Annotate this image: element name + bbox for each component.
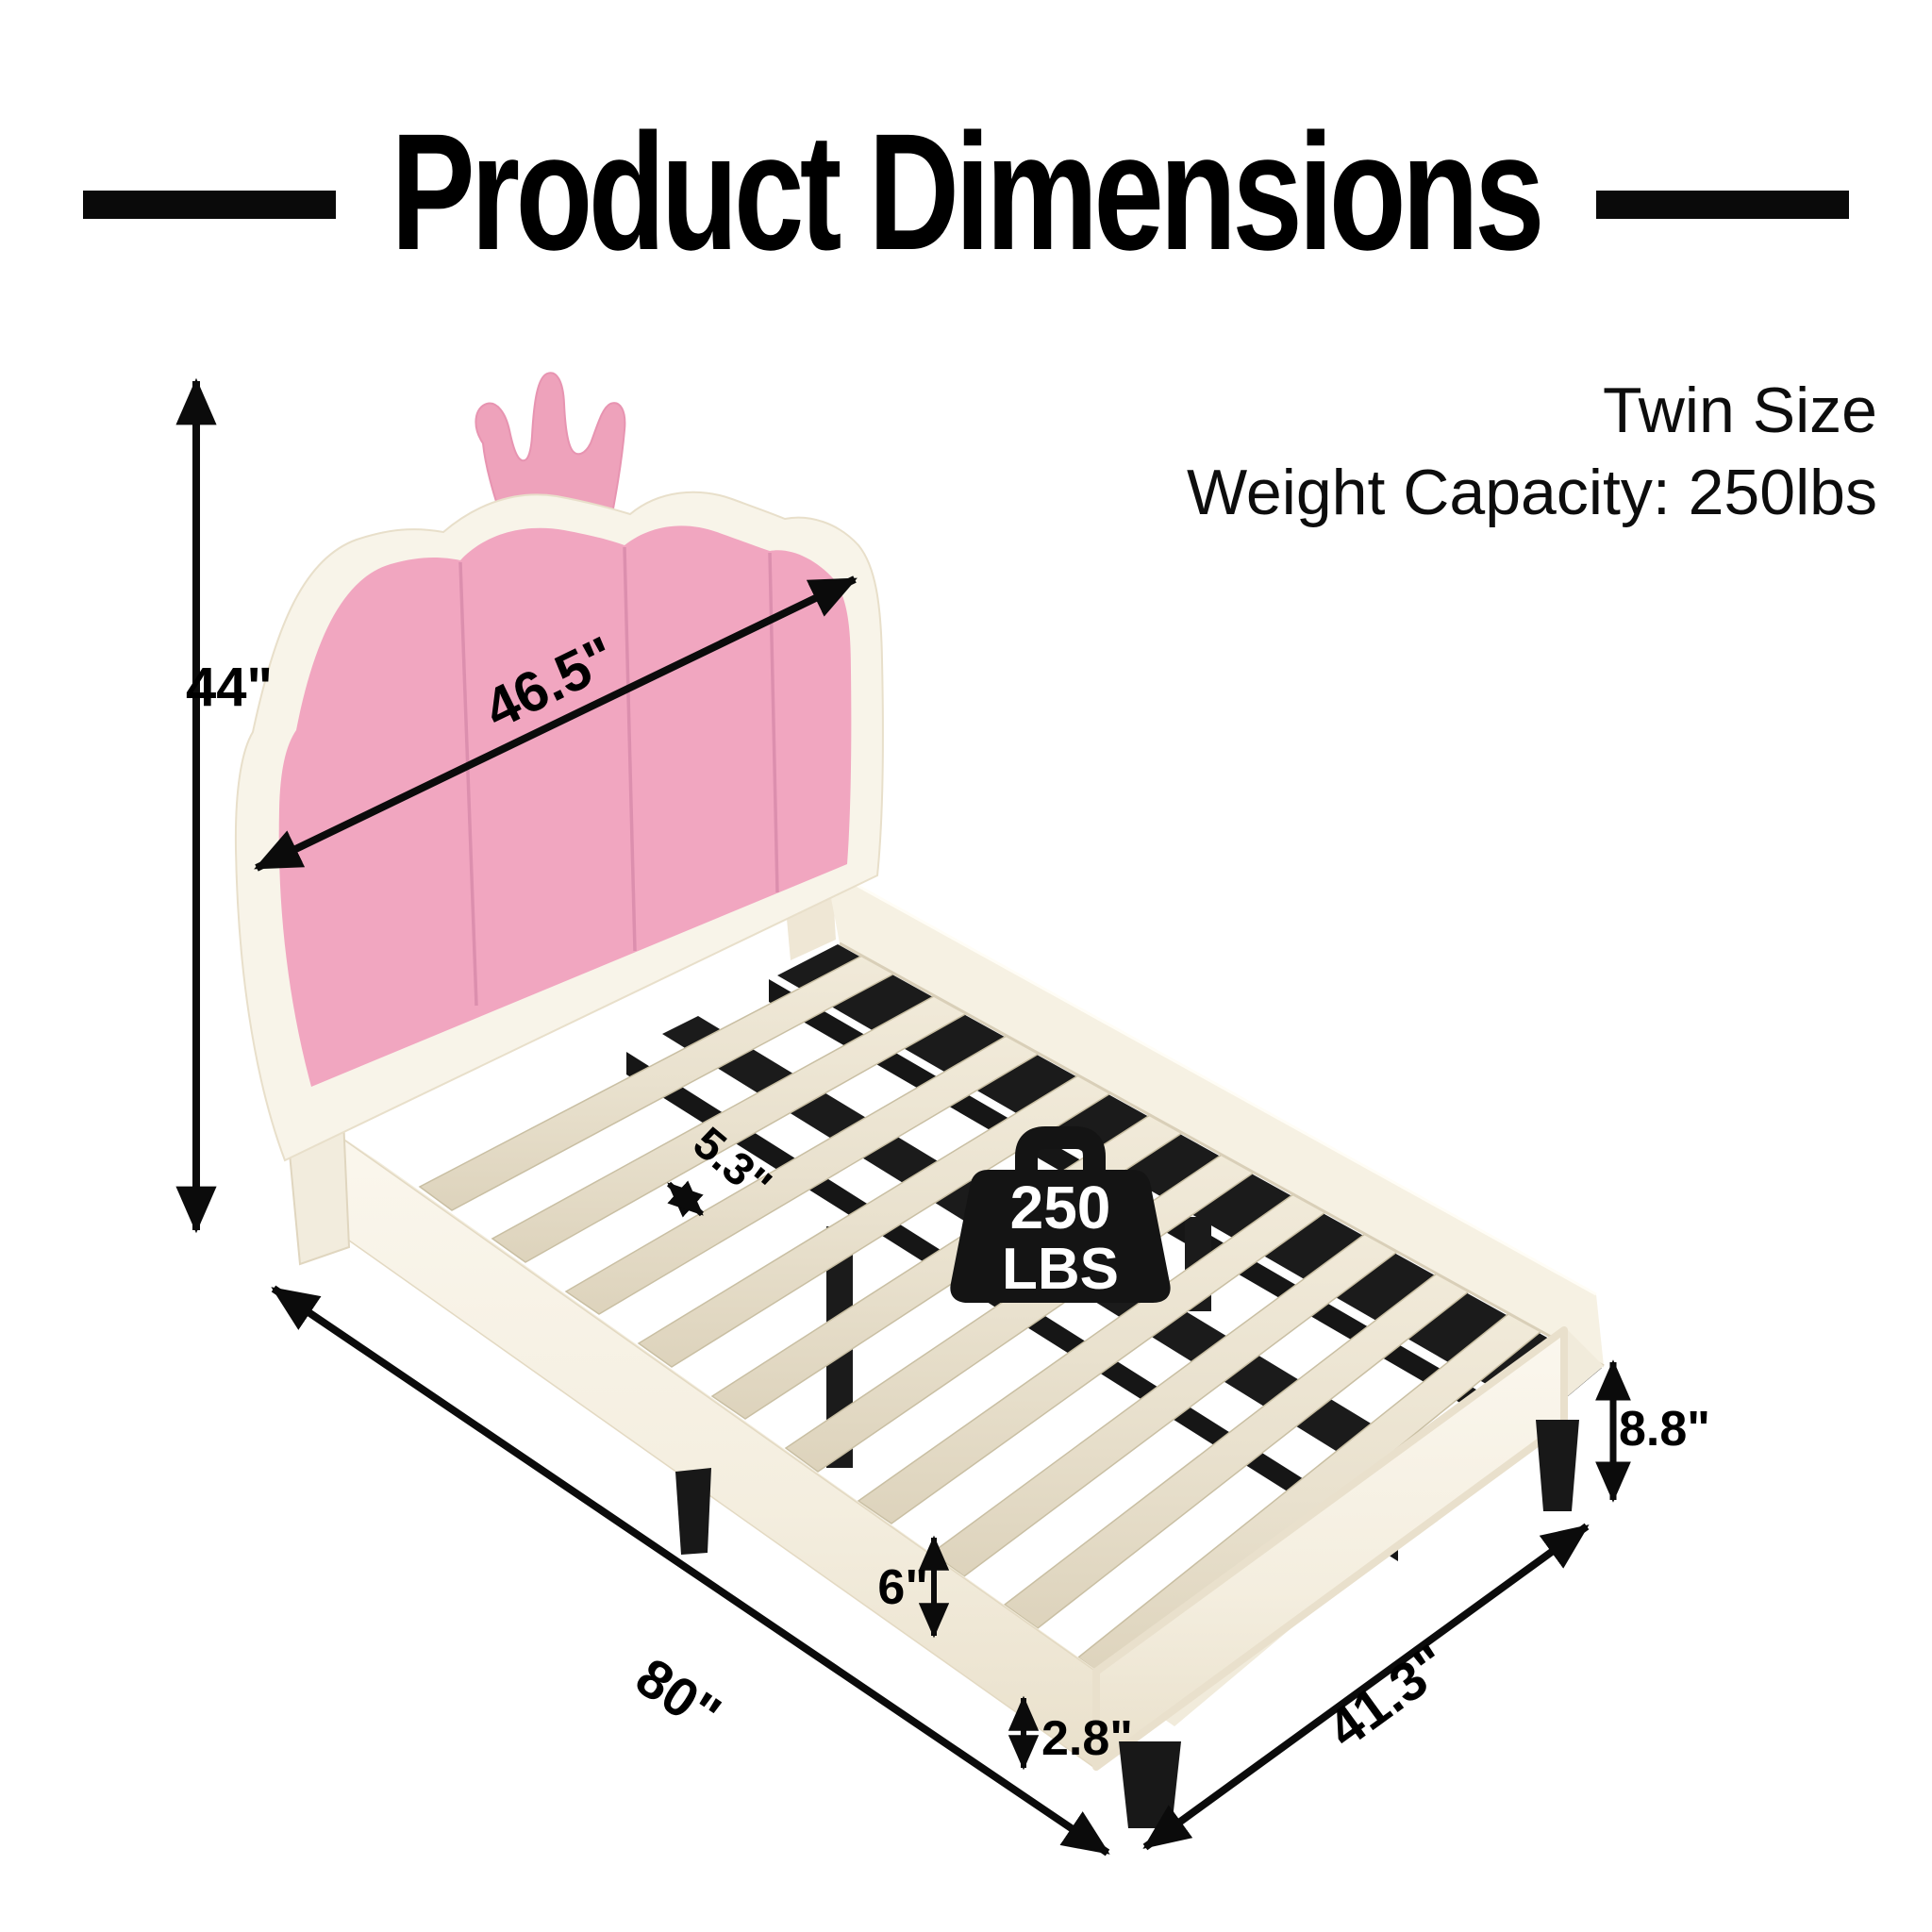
header: Product Dimensions bbox=[0, 106, 1932, 280]
arrow-headboard-width bbox=[254, 575, 858, 872]
title-dash-left bbox=[83, 191, 337, 220]
weight-badge-value: 250 bbox=[1010, 1174, 1111, 1241]
label-headboard-height: 44" bbox=[186, 657, 273, 718]
far-side-rail-edge bbox=[839, 941, 1605, 1368]
label-bed-length: 80" bbox=[625, 1646, 732, 1745]
label-bed-width: 41.3" bbox=[1317, 1633, 1460, 1760]
page-title: Product Dimensions bbox=[391, 100, 1545, 285]
far-side-rail-highlight bbox=[824, 866, 1597, 1296]
label-footboard-height: 8.8" bbox=[1619, 1402, 1710, 1457]
label-ground-clearance: 2.8" bbox=[1041, 1711, 1133, 1766]
title-dash-right bbox=[1595, 191, 1849, 220]
arrow-bed-width bbox=[1142, 1523, 1590, 1851]
bed-leg bbox=[675, 1468, 711, 1555]
arrow-bed-length bbox=[271, 1285, 1110, 1857]
label-side-rail-height: 6" bbox=[877, 1560, 928, 1615]
spec-size: Twin Size bbox=[1603, 375, 1877, 446]
weight-badge-handle bbox=[1015, 1126, 1106, 1175]
bed-leg bbox=[1536, 1420, 1579, 1511]
spec-weight-capacity: Weight Capacity: 250lbs bbox=[1186, 457, 1877, 529]
dimension-arrows bbox=[175, 377, 1631, 1857]
far-side-rail bbox=[825, 868, 1604, 1366]
weight-badge-body bbox=[950, 1170, 1171, 1303]
weight-badge-unit: LBS bbox=[1002, 1237, 1119, 1302]
product-specs: Twin Size Weight Capacity: 250lbs bbox=[1187, 370, 1877, 534]
weight-capacity-badge: 250 LBS bbox=[950, 1126, 1171, 1303]
arrow-slat-spacing bbox=[666, 1180, 705, 1218]
